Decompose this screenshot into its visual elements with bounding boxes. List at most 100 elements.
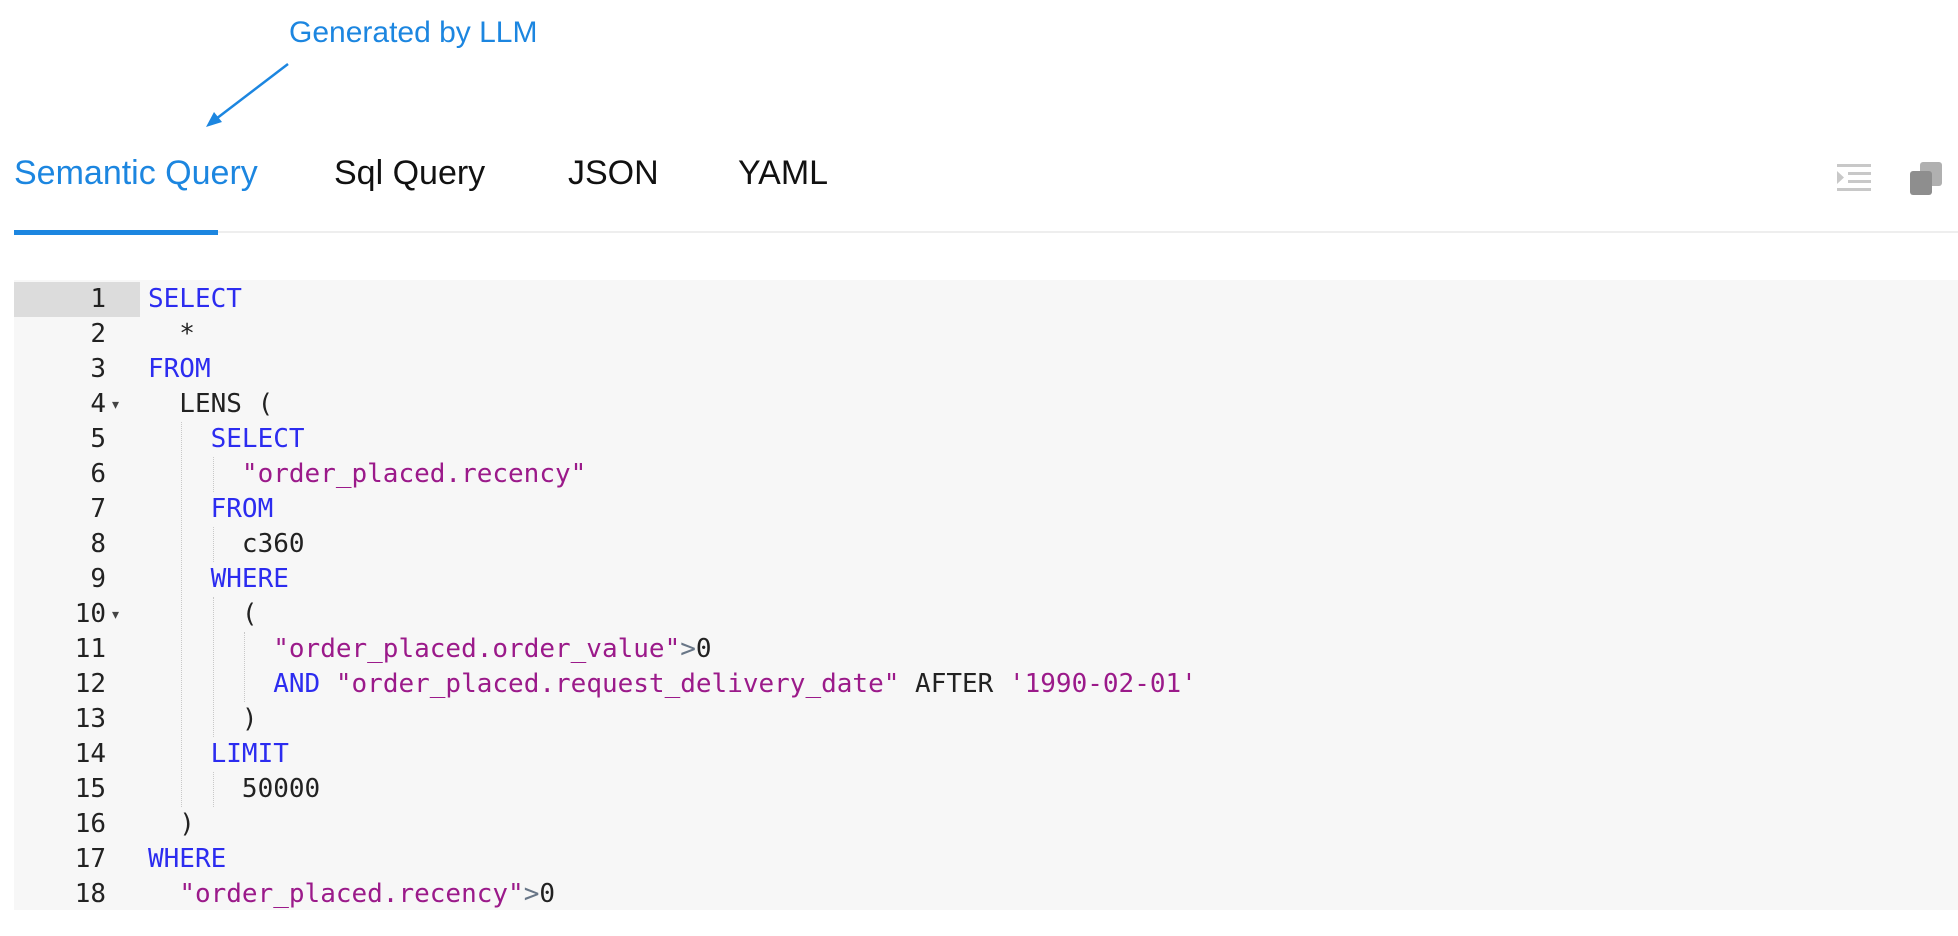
- sql-keyword: FROM: [210, 494, 274, 524]
- line-number: 4: [90, 389, 106, 419]
- code-line[interactable]: 8 c360: [14, 527, 1958, 562]
- indent-guide: [212, 457, 214, 492]
- code-text: *: [148, 317, 195, 352]
- code-text: SELECT: [148, 422, 305, 457]
- sql-operator: >: [680, 634, 696, 664]
- code-line[interactable]: 11 "order_placed.order_value">0: [14, 632, 1958, 667]
- sql-keyword: FROM: [148, 354, 211, 384]
- line-number: 3: [90, 354, 106, 384]
- sql-text: 0: [539, 879, 555, 909]
- code-line[interactable]: 14 LIMIT: [14, 737, 1958, 772]
- code-text: AND "order_placed.request_delivery_date"…: [148, 667, 1197, 702]
- code-text: "order_placed.recency": [148, 457, 586, 492]
- code-text: LENS (: [148, 387, 273, 422]
- code-text: SELECT: [148, 282, 242, 317]
- code-text: (: [148, 597, 258, 632]
- line-number: 14: [74, 739, 106, 769]
- sql-text: ): [148, 704, 258, 734]
- line-number: 1: [14, 282, 140, 317]
- code-line[interactable]: 18 "order_placed.recency">0: [14, 877, 1958, 912]
- line-number: 11: [74, 634, 106, 664]
- code-line[interactable]: 3 FROM: [14, 352, 1958, 387]
- tab-bar: Semantic Query Sql Query JSON YAML: [0, 140, 1958, 235]
- code-line[interactable]: 15 50000: [14, 772, 1958, 807]
- indent-guide: [212, 597, 214, 737]
- copy-icon[interactable]: [1906, 158, 1946, 198]
- sql-string: "order_placed.request_delivery_date": [335, 669, 900, 699]
- sql-keyword: SELECT: [148, 284, 242, 314]
- line-number: 15: [74, 774, 106, 804]
- sql-text: c360: [148, 529, 305, 559]
- code-text: "order_placed.order_value">0: [148, 632, 712, 667]
- line-number: 10: [74, 599, 106, 629]
- tab-semantic-query[interactable]: Semantic Query: [14, 154, 258, 192]
- indent-guide: [181, 422, 183, 807]
- sql-text: 50000: [148, 774, 321, 804]
- code-line[interactable]: 13 ): [14, 702, 1958, 737]
- sql-text: [148, 564, 211, 594]
- sql-text: [148, 669, 273, 699]
- sql-string: "order_placed.recency": [241, 459, 587, 489]
- code-line[interactable]: 1 SELECT: [14, 282, 1958, 317]
- code-text: WHERE: [148, 562, 289, 597]
- sql-text: ): [148, 809, 195, 839]
- indent-guide: [243, 632, 245, 702]
- code-line[interactable]: 4 ▾ LENS (: [14, 387, 1958, 422]
- sql-string: "order_placed.recency": [179, 879, 524, 909]
- sql-text: [148, 879, 179, 909]
- code-text: WHERE: [148, 842, 226, 877]
- sql-text: [148, 424, 211, 454]
- code-line[interactable]: 17 WHERE: [14, 842, 1958, 877]
- code-line[interactable]: 2 *: [14, 317, 1958, 352]
- line-number-gutter: [14, 280, 140, 910]
- code-text: ): [148, 807, 195, 842]
- code-text: FROM: [148, 352, 211, 387]
- sql-text: [148, 739, 211, 769]
- sql-keyword: WHERE: [210, 564, 289, 594]
- sql-text: [148, 459, 242, 489]
- fold-caret-icon[interactable]: ▾: [112, 396, 120, 412]
- sql-text: [148, 634, 273, 664]
- line-number: 8: [90, 529, 106, 559]
- code-line[interactable]: 6 "order_placed.recency": [14, 457, 1958, 492]
- code-line[interactable]: 10 ▾ (: [14, 597, 1958, 632]
- code-line[interactable]: 16 ): [14, 807, 1958, 842]
- line-number: 17: [74, 844, 106, 874]
- fold-caret-icon[interactable]: ▾: [112, 606, 120, 622]
- sql-text: (: [148, 599, 258, 629]
- sql-text: [148, 494, 211, 524]
- tab-yaml[interactable]: YAML: [738, 154, 829, 192]
- active-tab-indicator: [14, 230, 218, 235]
- sql-string: "order_placed.order_value": [273, 634, 681, 664]
- sql-operator: >: [523, 879, 540, 909]
- code-line[interactable]: 5 SELECT: [14, 422, 1958, 457]
- code-line[interactable]: 7 FROM: [14, 492, 1958, 527]
- line-number: 16: [74, 809, 106, 839]
- line-number: 5: [90, 424, 106, 454]
- tab-sql-query[interactable]: Sql Query: [334, 154, 486, 192]
- sql-text: AFTER: [899, 669, 1009, 699]
- sql-text: 0: [695, 634, 712, 664]
- sql-string: '1990-02-01': [1008, 669, 1197, 699]
- code-text: "order_placed.recency">0: [148, 877, 555, 912]
- code-text: ): [148, 702, 258, 737]
- line-number: 18: [74, 879, 106, 909]
- sql-text: LENS (: [148, 389, 274, 419]
- sql-text: *: [148, 319, 195, 349]
- annotation-label: Generated by LLM: [289, 16, 538, 49]
- indent-guide: [212, 772, 214, 807]
- code-text: FROM: [148, 492, 274, 527]
- tab-divider: [14, 231, 1958, 233]
- annotation-arrow-icon: [206, 63, 289, 127]
- tab-json[interactable]: JSON: [568, 154, 659, 192]
- line-number: 7: [90, 494, 106, 524]
- line-number: 6: [90, 459, 106, 489]
- sql-keyword: SELECT: [210, 424, 305, 454]
- code-line[interactable]: 12 AND "order_placed.request_delivery_da…: [14, 667, 1958, 702]
- code-line[interactable]: 9 WHERE: [14, 562, 1958, 597]
- sql-keyword: LIMIT: [210, 739, 289, 769]
- sql-keyword: WHERE: [148, 844, 227, 874]
- indent-icon[interactable]: [1834, 158, 1874, 198]
